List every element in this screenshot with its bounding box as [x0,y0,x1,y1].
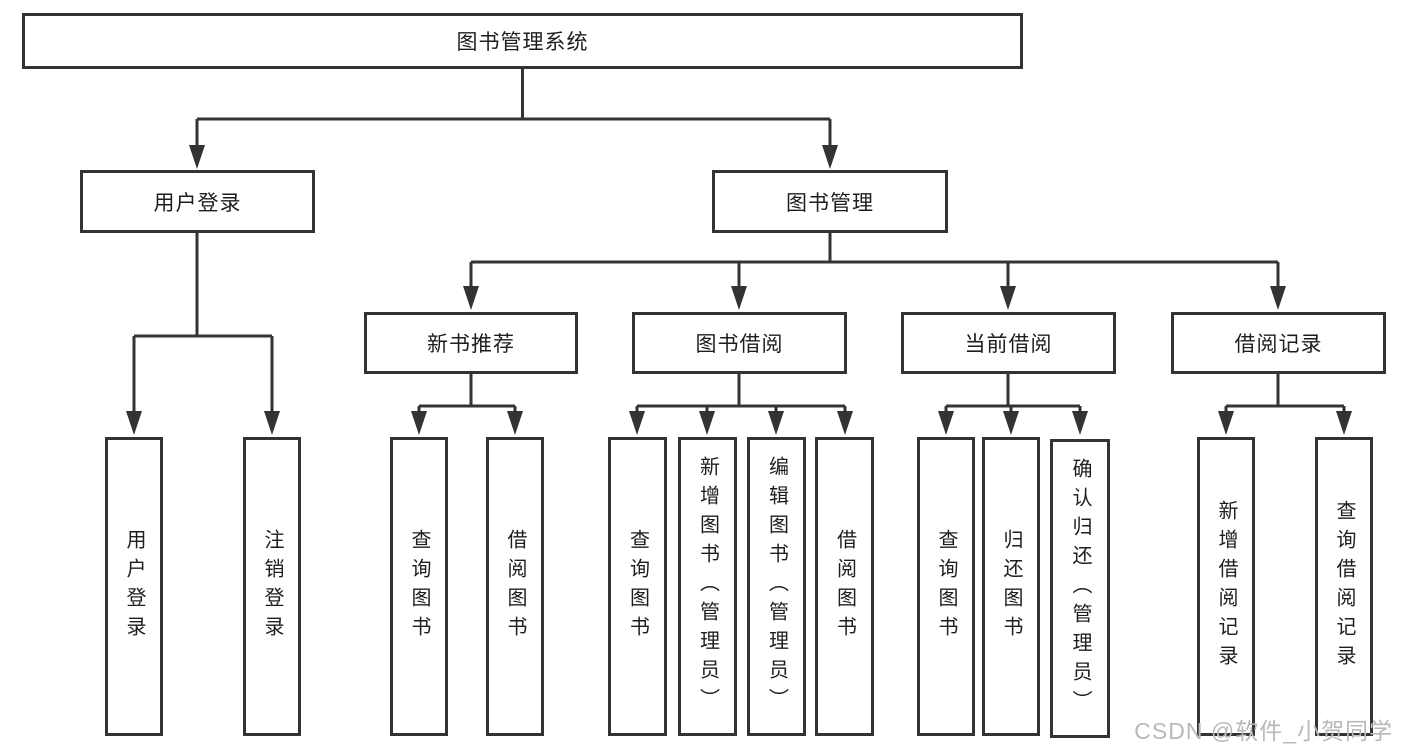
arrow-to-leaf-query-books-2 [629,411,645,435]
node-label: 新增借阅记录 [1215,499,1237,674]
leaf-return-books: 归还图书 [982,437,1040,736]
node-label: 借阅图书 [833,528,856,645]
node-label: 查询借阅记录 [1333,499,1355,674]
connector-borrowing-records [1224,374,1346,413]
arrow-to-user-login [189,145,205,169]
leaf-query-borrow-record: 查询借阅记录 [1315,437,1373,736]
leaf-add-borrow-record: 新增借阅记录 [1197,437,1255,736]
node-user-login: 用户登录 [80,170,315,233]
arrow-to-leaf-return-books [1003,411,1019,435]
arrow-to-book-management [822,145,838,169]
arrow-to-borrowing-records [1270,286,1286,310]
leaf-edit-book-admin: 编辑图书（管理员） [747,437,806,736]
node-label: 用户登录 [153,191,242,215]
node-current-borrowing: 当前借阅 [901,312,1116,374]
arrow-to-new-book-recommendation [463,286,479,310]
arrow-to-current-borrowing [1000,286,1016,310]
leaf-user-login: 用户登录 [105,437,163,736]
node-label: 图书管理 [786,191,874,215]
arrow-to-leaf-borrow-books-1 [507,411,523,435]
node-label: 编辑图书（管理员） [765,456,788,717]
leaf-borrow-books-borrowing: 借阅图书 [815,437,874,736]
arrow-to-leaf-edit-book [768,411,784,435]
node-label: 注销登录 [261,528,283,645]
node-label: 用户登录 [123,528,145,645]
connector-root [195,69,832,147]
arrowheads [126,145,1352,435]
node-label: 图书管理系统 [456,31,589,54]
connector-user-login [132,233,274,413]
node-label: 借阅图书 [504,528,526,645]
node-label: 新书推荐 [427,333,515,356]
leaf-query-books-borrowing: 查询图书 [608,437,667,736]
connector-new-book-recommendation [417,374,517,413]
node-label: 图书借阅 [695,333,784,356]
watermark: CSDN @软件_小贺同学 [1134,718,1393,744]
node-new-book-recommendation: 新书推荐 [364,312,578,374]
node-borrowing-records: 借阅记录 [1171,312,1386,374]
leaf-add-book-admin: 新增图书（管理员） [678,437,737,736]
connector-current-borrowing [944,374,1082,413]
arrow-to-book-borrowing [731,286,747,310]
leaf-borrow-books-recommend: 借阅图书 [486,437,544,736]
node-label: 查询图书 [408,528,430,645]
node-label: 归还图书 [1000,528,1022,645]
arrow-to-leaf-add-record [1218,411,1234,435]
connector-book-borrowing [635,374,847,413]
node-label: 确认归还（管理员） [1069,458,1091,719]
node-root: 图书管理系统 [22,13,1023,69]
leaf-query-books-recommend: 查询图书 [390,437,448,736]
arrow-to-leaf-borrow-books-2 [837,411,853,435]
connector-book-management [469,233,1280,288]
node-label: 查询图书 [935,528,957,645]
leaf-query-books-current: 查询图书 [917,437,975,736]
node-label: 借阅记录 [1234,333,1323,356]
node-label: 当前借阅 [964,333,1053,356]
arrow-to-leaf-add-book [699,411,715,435]
leaf-logout: 注销登录 [243,437,301,736]
leaf-confirm-return-admin: 确认归还（管理员） [1050,439,1110,738]
node-label: 新增图书（管理员） [696,456,719,717]
node-label: 查询图书 [626,528,649,645]
arrow-to-leaf-query-books-3 [938,411,954,435]
arrow-to-leaf-logout [264,411,280,435]
arrow-to-leaf-user-login [126,411,142,435]
arrow-to-leaf-query-books-1 [411,411,427,435]
arrow-to-leaf-confirm-return [1072,411,1088,435]
node-book-management: 图书管理 [712,170,948,233]
node-book-borrowing: 图书借阅 [632,312,847,374]
arrow-to-leaf-query-record [1336,411,1352,435]
